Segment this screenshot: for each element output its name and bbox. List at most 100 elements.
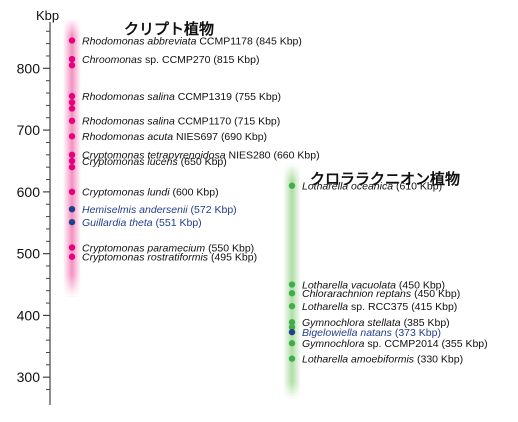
y-tick-label: 700: [17, 122, 41, 138]
y-tick-label: 600: [17, 184, 41, 200]
genome-size-label: (755 Kbp): [235, 91, 281, 103]
genome-size-label: (650 Kbp): [181, 156, 227, 168]
data-point: [68, 62, 76, 69]
genome-size-label: (845 Kbp): [256, 35, 302, 47]
data-point: [288, 355, 296, 362]
species-name: Bigelowiella natans: [302, 327, 393, 339]
genome-size-label: (690 Kbp): [221, 131, 267, 143]
species-sp: sp.: [367, 338, 381, 350]
species-name: Chlorarachnion reptans: [302, 288, 412, 300]
genome-size-label: (450 Kbp): [399, 279, 445, 291]
data-point: [68, 117, 76, 125]
strain-id: CCMP2014: [384, 338, 438, 350]
data-point: [68, 163, 76, 171]
data-label: Guillardia theta (551 Kbp): [82, 217, 202, 229]
genome-size-label: (373 Kbp): [395, 327, 441, 339]
species-name: Lotharella oceanica: [302, 181, 393, 193]
genome-size-label: (355 Kbp): [442, 338, 488, 350]
genome-size-label: (385 Kbp): [404, 317, 450, 329]
strain-id: NIES280: [229, 150, 271, 162]
data-label: Gymnochlora stellata (385 Kbp): [302, 317, 450, 329]
data-label: Lotharella amoebiformis (330 Kbp): [302, 353, 463, 365]
genome-size-label: (660 Kbp): [273, 150, 319, 162]
data-point: [288, 302, 296, 310]
species-sp: sp.: [351, 301, 365, 313]
data-point: [68, 99, 76, 106]
data-point: [68, 92, 76, 100]
strain-id: CCMP1170: [178, 116, 232, 128]
data-label: Lotharella oceanica (610 Kbp): [302, 181, 442, 193]
group-title-cryptophyte: クリプト植物: [124, 20, 214, 38]
data-point: [68, 244, 76, 251]
data-point: [68, 205, 76, 213]
data-point: [68, 188, 76, 196]
strain-id: RCC375: [368, 301, 408, 313]
genome-size-label: (551 Kbp): [156, 217, 202, 229]
strain-id: CCMP1319: [178, 91, 232, 103]
group-title-chlorarachniophyte: クロララクニオン植物: [310, 170, 460, 188]
data-label: Rhodomonas salina CCMP1319 (755 Kbp): [82, 91, 281, 103]
species-name: Lotharella vacuolata: [302, 279, 396, 291]
data-label: Lotharella sp. RCC375 (415 Kbp): [302, 301, 457, 313]
species-name: Chroomonas: [82, 54, 143, 66]
genome-size-label: (715 Kbp): [234, 116, 280, 128]
data-point: [68, 218, 76, 226]
species-name: Cryptomonas tetrapyrenoidosa: [82, 150, 226, 162]
data-label: Hemiselmis andersenii (572 Kbp): [82, 204, 237, 216]
genome-size-label: (550 Kbp): [208, 242, 254, 254]
genome-size-label: (415 Kbp): [411, 301, 457, 313]
genome-size-label: (495 Kbp): [211, 252, 257, 264]
species-name: Cryptomonas lucens: [82, 156, 178, 168]
data-label: Chroomonas sp. CCMP270 (815 Kbp): [82, 54, 259, 66]
data-label: Lotharella vacuolata (450 Kbp): [302, 279, 445, 291]
group-bands: [63, 18, 301, 399]
data-label: Cryptomonas paramecium (550 Kbp): [82, 242, 254, 254]
strain-id: CCMP1178: [199, 35, 253, 47]
data-points: [68, 37, 296, 362]
strain-id: NIES697: [176, 131, 218, 143]
species-name: Rhodomonas acuta: [82, 131, 173, 143]
data-point: [68, 157, 76, 165]
species-name: Cryptomonas paramecium: [82, 242, 205, 254]
data-label: Cryptomonas rostratiformis (495 Kbp): [82, 252, 257, 264]
data-label: Cryptomonas tetrapyrenoidosa NIES280 (66…: [82, 150, 320, 162]
y-axis-label: Kbp: [36, 8, 59, 23]
y-tick-label: 800: [17, 60, 41, 76]
species-name: Hemiselmis andersenii: [82, 204, 188, 216]
species-name: Cryptomonas rostratiformis: [82, 252, 209, 264]
data-point: [288, 340, 296, 347]
data-point: [68, 105, 76, 112]
species-name: Lotharella amoebiformis: [302, 353, 415, 365]
data-label: Chlorarachnion reptans (450 Kbp): [302, 288, 460, 300]
species-name: Rhodomonas abbreviata: [82, 35, 197, 47]
data-point: [288, 323, 296, 331]
data-label: Cryptomonas lundi (600 Kbp): [82, 187, 219, 199]
y-tick-label: 400: [17, 307, 41, 323]
species-name: Cryptomonas lundi: [82, 187, 170, 199]
data-label: Rhodomonas acuta NIES697 (690 Kbp): [82, 131, 267, 143]
species-sp: sp.: [145, 54, 159, 66]
data-label: Cryptomonas lucens (650 Kbp): [82, 156, 227, 168]
data-point: [68, 37, 76, 44]
y-tick-label: 500: [17, 246, 41, 262]
genome-size-label: (600 Kbp): [172, 187, 218, 199]
data-point: [288, 319, 296, 326]
data-point: [68, 55, 76, 63]
genome-size-label: (815 Kbp): [213, 54, 259, 66]
data-point: [288, 328, 296, 336]
genome-size-label: (330 Kbp): [417, 353, 463, 365]
data-point: [288, 182, 296, 189]
data-label: Rhodomonas abbreviata CCMP1178 (845 Kbp): [82, 35, 302, 47]
genome-size-label: (572 Kbp): [191, 204, 237, 216]
species-name: Gymnochlora: [302, 338, 365, 350]
data-point: [288, 281, 296, 288]
data-point: [288, 289, 296, 297]
species-name: Rhodomonas salina: [82, 91, 175, 103]
data-point: [68, 253, 76, 260]
genome-size-label: (610 Kbp): [396, 181, 442, 193]
data-point: [68, 133, 76, 140]
data-labels: Rhodomonas abbreviata CCMP1178 (845 Kbp)…: [82, 35, 488, 365]
